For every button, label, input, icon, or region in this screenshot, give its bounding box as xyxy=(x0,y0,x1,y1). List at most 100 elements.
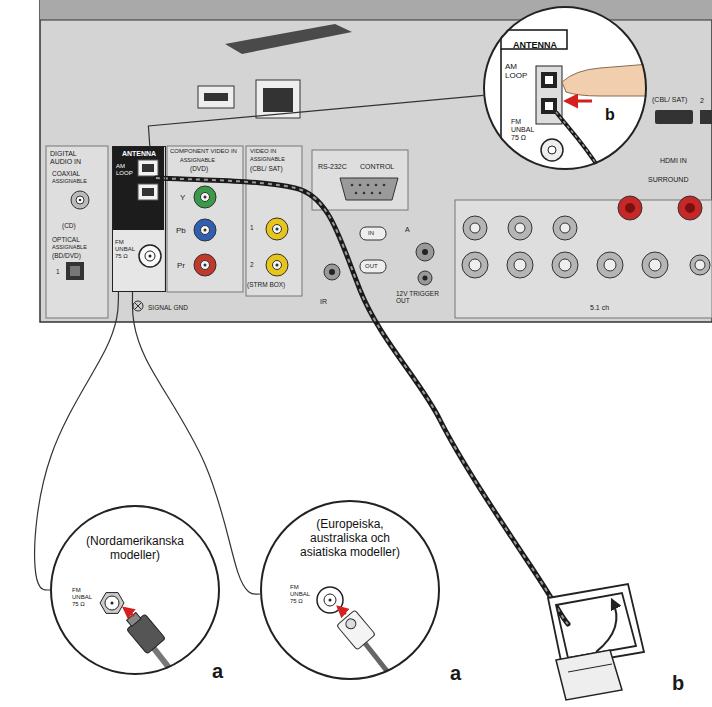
terminal-heading: ANTENNA xyxy=(505,40,565,50)
am-loop-antenna xyxy=(596,600,616,652)
panel-label: 5.1 ch xyxy=(590,304,609,312)
ir-and-trigger-jacks xyxy=(422,249,428,255)
speaker-preout-jacks xyxy=(559,259,571,271)
rs232c-connector xyxy=(340,178,398,200)
am-loop-antenna xyxy=(556,650,622,700)
video-jacks xyxy=(266,254,288,276)
variant-caption: (Europeiska, australiska och asiatiska m… xyxy=(291,518,409,559)
rs232c-connector xyxy=(383,184,386,187)
speaker-preout-jacks xyxy=(695,260,705,270)
rs232c-connector xyxy=(371,192,374,195)
antenna-terminal-panel xyxy=(112,146,164,292)
speaker-preout-jacks xyxy=(678,196,702,220)
speaker-preout-jacks xyxy=(552,252,578,278)
optical-port xyxy=(66,262,84,280)
circle-outline xyxy=(51,506,219,674)
model-variant-circle: (Europeiska, australiska och asiatiska m… xyxy=(260,500,440,680)
jack-label: IN xyxy=(368,230,374,237)
circle-outline xyxy=(484,7,646,169)
leader-line xyxy=(148,95,483,146)
rear-panel xyxy=(225,24,352,54)
rs232c-connector xyxy=(379,192,382,195)
panel-label: OPTICAL xyxy=(52,236,80,243)
european-fm-detail xyxy=(337,610,376,650)
variant-caption: (Nordamerikanska modeller) xyxy=(65,535,205,563)
european-fm-detail xyxy=(329,599,332,602)
speaker-preout-jacks xyxy=(685,203,695,213)
ir-and-trigger-jacks xyxy=(418,271,432,285)
ir-and-trigger-jacks xyxy=(324,264,340,280)
panel-label: (BD/DVD) xyxy=(52,252,81,259)
panel-label: (STRM BOX) xyxy=(247,281,285,288)
speaker-preout-jacks xyxy=(625,203,635,213)
video-jacks xyxy=(276,228,279,231)
terminal-heading: ANTENNA xyxy=(115,150,163,158)
panel-label: SIGNAL GND xyxy=(148,304,188,311)
zoom-detail xyxy=(545,102,553,110)
ir-and-trigger-jacks xyxy=(360,260,386,273)
zoom-detail xyxy=(548,146,556,154)
speaker-preout-jacks xyxy=(514,259,526,271)
antenna-terminal-panel xyxy=(138,160,158,176)
rs232c-connector xyxy=(340,178,398,200)
panel-label: ASSIGNABLE xyxy=(52,178,87,184)
antenna-terminal-panel xyxy=(145,251,155,261)
zoom-detail xyxy=(566,100,592,103)
panel-label: RS-232C xyxy=(318,163,347,171)
usb-port xyxy=(198,86,234,108)
panel-label: 12V TRIGGER OUT xyxy=(396,290,444,305)
component-jacks xyxy=(204,229,207,232)
port-number: 2 xyxy=(250,261,254,268)
antenna-terminal-panel xyxy=(112,146,164,230)
antenna-terminal-panel xyxy=(149,255,152,258)
rs232c-connector xyxy=(351,184,354,187)
video-jacks xyxy=(266,218,288,240)
circle-outline xyxy=(483,6,647,170)
rear-panel xyxy=(246,146,302,296)
component-jacks xyxy=(201,261,210,270)
panel-label: CONTROL xyxy=(360,163,394,171)
rs232c-connector xyxy=(375,184,378,187)
zoom-detail xyxy=(541,72,557,88)
ir-and-trigger-jacks xyxy=(416,243,434,261)
rs232c-connector xyxy=(355,192,358,195)
component-jacks xyxy=(201,226,210,235)
speaker-preout-jacks xyxy=(462,252,488,278)
speaker-preout-jacks xyxy=(462,196,710,278)
panel-label: ASSIGNABLE xyxy=(52,244,87,250)
am-loop-antenna xyxy=(548,584,644,700)
panel-label: COAXIAL xyxy=(52,170,80,177)
am-loop-cable xyxy=(156,178,568,624)
component-jacks xyxy=(194,186,216,208)
coaxial-jack xyxy=(79,199,82,202)
zoom-callout-circle: ANTENNAAM LOOPFM UNBAL 75 Ωb xyxy=(483,6,647,170)
coaxial-jack xyxy=(71,191,89,209)
rear-panel xyxy=(40,0,712,322)
north-american-fm-detail xyxy=(111,602,114,605)
north-american-fm-detail xyxy=(124,608,134,616)
rear-panel xyxy=(40,0,712,322)
european-fm-detail xyxy=(344,617,358,631)
north-american-fm-detail xyxy=(100,593,124,614)
zoom-detail xyxy=(500,49,502,150)
video-jacks xyxy=(273,225,282,234)
rear-panel xyxy=(455,200,712,318)
ir-and-trigger-jacks xyxy=(329,269,335,275)
component-jacks xyxy=(194,186,216,276)
lan-port xyxy=(263,88,293,112)
north-american-fm-detail xyxy=(50,505,220,675)
speaker-preout-jacks xyxy=(515,223,525,233)
video-jacks xyxy=(276,264,279,267)
north-american-fm-detail xyxy=(105,596,119,610)
panel-label: IR xyxy=(320,298,327,306)
am-loop-cable xyxy=(156,178,568,624)
speaker-preout-jacks xyxy=(553,216,577,240)
terminal-label: FM UNBAL 75 Ω xyxy=(115,239,137,260)
signal-ground-screw xyxy=(135,303,141,309)
terminal-label: AM LOOP xyxy=(505,62,535,80)
antenna-terminal-panel xyxy=(142,188,154,196)
component-jacks xyxy=(194,219,216,241)
european-fm-detail xyxy=(260,500,440,680)
rear-panel xyxy=(312,150,408,210)
north-american-fm-detail xyxy=(152,646,188,692)
